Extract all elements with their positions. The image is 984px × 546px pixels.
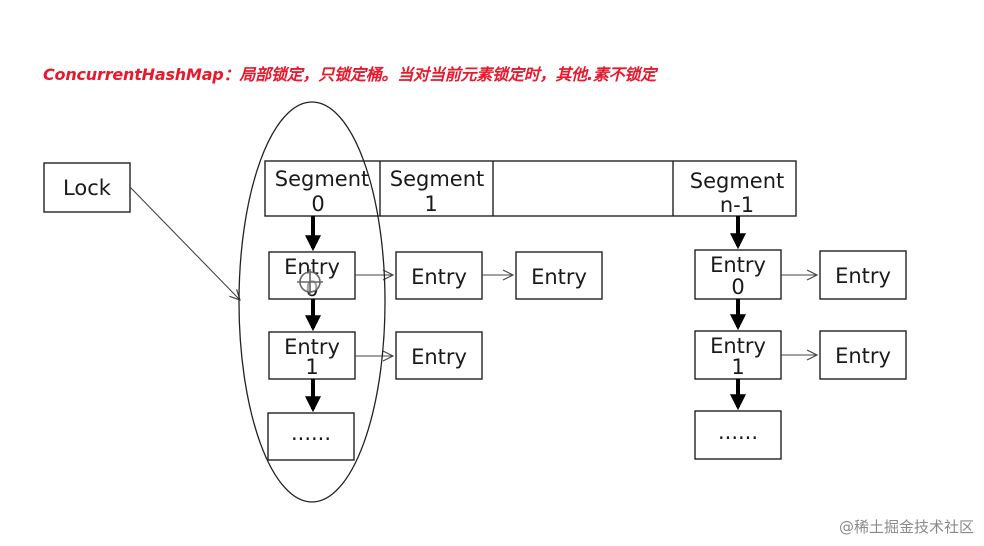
lock-label: Lock — [63, 176, 112, 200]
ellipsis-label: ...... — [291, 421, 331, 445]
locked-segment-ellipse — [238, 101, 386, 503]
entry-n-1-next-box: Entry — [819, 330, 907, 380]
entry-n-0-index: 0 — [731, 275, 744, 299]
entry-n-0-next-label: Entry — [835, 264, 891, 288]
segment-0-index: 0 — [311, 192, 324, 216]
segment-0-label: Segment — [275, 167, 370, 191]
entry-0-next-next-box: Entry — [515, 251, 603, 300]
diagram-title: ConcurrentHashMap：局部锁定，只锁定桶。当对当前元素锁定时，其他… — [43, 65, 657, 84]
entry-n-0-next-box: Entry — [819, 250, 907, 300]
entry-n-1-next-label: Entry — [835, 344, 891, 368]
entry-n-1-label: Entry — [710, 334, 766, 358]
segment-1-label: Segment — [390, 167, 485, 191]
entry-1-next-label: Entry — [411, 345, 467, 369]
entry-n-1-box: Entry 1 — [694, 330, 782, 380]
segment-n-1-label: Segment — [690, 169, 785, 193]
entry-n-0-box: Entry 0 — [694, 249, 782, 300]
lock-box: Lock — [43, 162, 131, 213]
entry-0-next-box: Entry — [395, 251, 483, 300]
entry-1-next-box: Entry — [395, 331, 483, 380]
segment-n-1-index: n-1 — [720, 193, 754, 217]
crosshair-cursor-icon — [297, 269, 323, 295]
watermark-text: @稀土掘金技术社区 — [838, 518, 974, 536]
entry-1-label: Entry — [284, 335, 340, 359]
segment-array: Segment 0 Segment 1 Segment n-1 — [264, 160, 797, 217]
ellipsis-n-box: ...... — [694, 410, 782, 460]
entry-0-next-next-label: Entry — [531, 265, 587, 289]
ellipsis-box: ...... — [267, 412, 355, 461]
entry-n-0-label: Entry — [710, 253, 766, 277]
segment-1-index: 1 — [424, 192, 437, 216]
ellipsis-n-label: ...... — [718, 420, 758, 444]
entry-1-box: Entry 1 — [268, 331, 356, 380]
entry-0-next-label: Entry — [411, 265, 467, 289]
arrow-lock-to-segment0 — [129, 186, 240, 300]
entry-1-index: 1 — [305, 355, 318, 379]
entry-n-1-index: 1 — [731, 355, 744, 379]
